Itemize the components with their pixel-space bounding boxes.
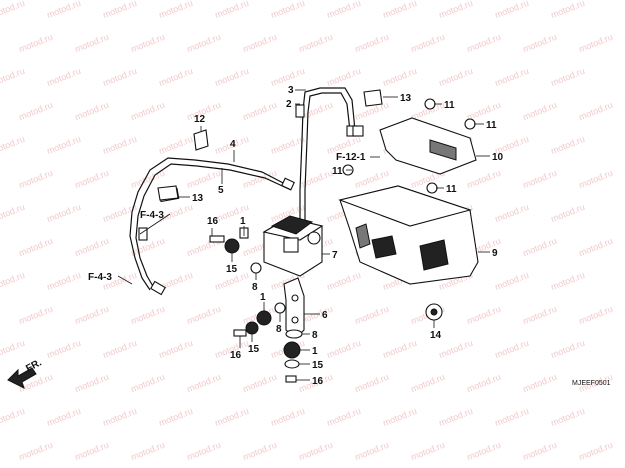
callout-11-b: 11 — [486, 120, 497, 131]
callout-labels: 3 2 13 11 11 10 11 11 9 14 12 4 5 13 7 6… — [192, 85, 504, 387]
callout-1-b: 1 — [260, 292, 266, 303]
bolt-11-b — [464, 118, 476, 130]
leader-lines — [117, 89, 490, 381]
washer-8-a — [250, 262, 262, 274]
callout-6: 6 — [322, 310, 328, 321]
callout-11-d: 11 — [446, 184, 457, 195]
reference-f12-1: F-12-1 — [336, 152, 366, 163]
clip-13-left — [157, 185, 179, 201]
callout-1-c: 1 — [312, 346, 318, 357]
bolt-11-a — [424, 98, 436, 110]
callout-8-c: 8 — [312, 330, 318, 341]
callout-15-a: 15 — [226, 264, 238, 275]
callout-10: 10 — [492, 152, 504, 163]
front-arrow-label: FR. — [24, 357, 44, 374]
callout-7: 7 — [332, 250, 338, 261]
washer-8-b — [274, 302, 286, 314]
rubber-1-b — [256, 310, 272, 326]
callout-2: 2 — [286, 99, 292, 110]
bolt-16-a — [209, 235, 225, 243]
callout-16-a: 16 — [207, 216, 219, 227]
bolt-16-b — [233, 329, 247, 337]
callout-8-a: 8 — [252, 282, 258, 293]
callout-8-b: 8 — [276, 324, 282, 335]
callout-4: 4 — [230, 139, 236, 150]
brake-pipe-upper — [295, 87, 364, 228]
callout-11-a: 11 — [444, 100, 455, 111]
battery-box — [338, 185, 479, 285]
clip-12 — [193, 129, 209, 151]
callout-3: 3 — [288, 85, 294, 96]
collar-15-b — [245, 321, 259, 335]
callout-1-a: 1 — [240, 216, 246, 227]
reference-f4-3-upper: F-4-3 — [140, 210, 164, 221]
bolt-11-d — [426, 182, 438, 194]
abs-modulator — [262, 215, 324, 277]
callout-14: 14 — [430, 330, 442, 341]
front-direction-arrow: FR. — [7, 357, 44, 389]
reference-f4-3-lower: F-4-3 — [88, 272, 112, 283]
callout-16-b: 16 — [230, 350, 242, 361]
callout-15-c: 15 — [312, 360, 324, 371]
grommet-14 — [425, 303, 443, 321]
bolt-16-c — [285, 375, 297, 383]
cover-plate — [379, 117, 477, 175]
rubber-1-c — [283, 341, 301, 359]
callout-13-upper: 13 — [400, 93, 412, 104]
collar-15-a — [224, 238, 240, 254]
washer-8-c — [285, 329, 303, 339]
callout-5: 5 — [218, 185, 224, 196]
collar-15-c — [284, 359, 300, 369]
callout-13-left: 13 — [192, 193, 204, 204]
callout-16-c: 16 — [312, 376, 324, 387]
diagram-code: MJEEF0501 — [572, 380, 611, 387]
clip-13-upper — [363, 89, 383, 107]
callout-11-c: 11 — [332, 166, 343, 177]
callout-12: 12 — [194, 114, 206, 125]
reference-labels: F-12-1 F-4-3 F-4-3 — [88, 152, 366, 283]
modulator-bracket — [283, 277, 305, 339]
callout-9: 9 — [492, 248, 498, 259]
callout-15-b: 15 — [248, 344, 260, 355]
